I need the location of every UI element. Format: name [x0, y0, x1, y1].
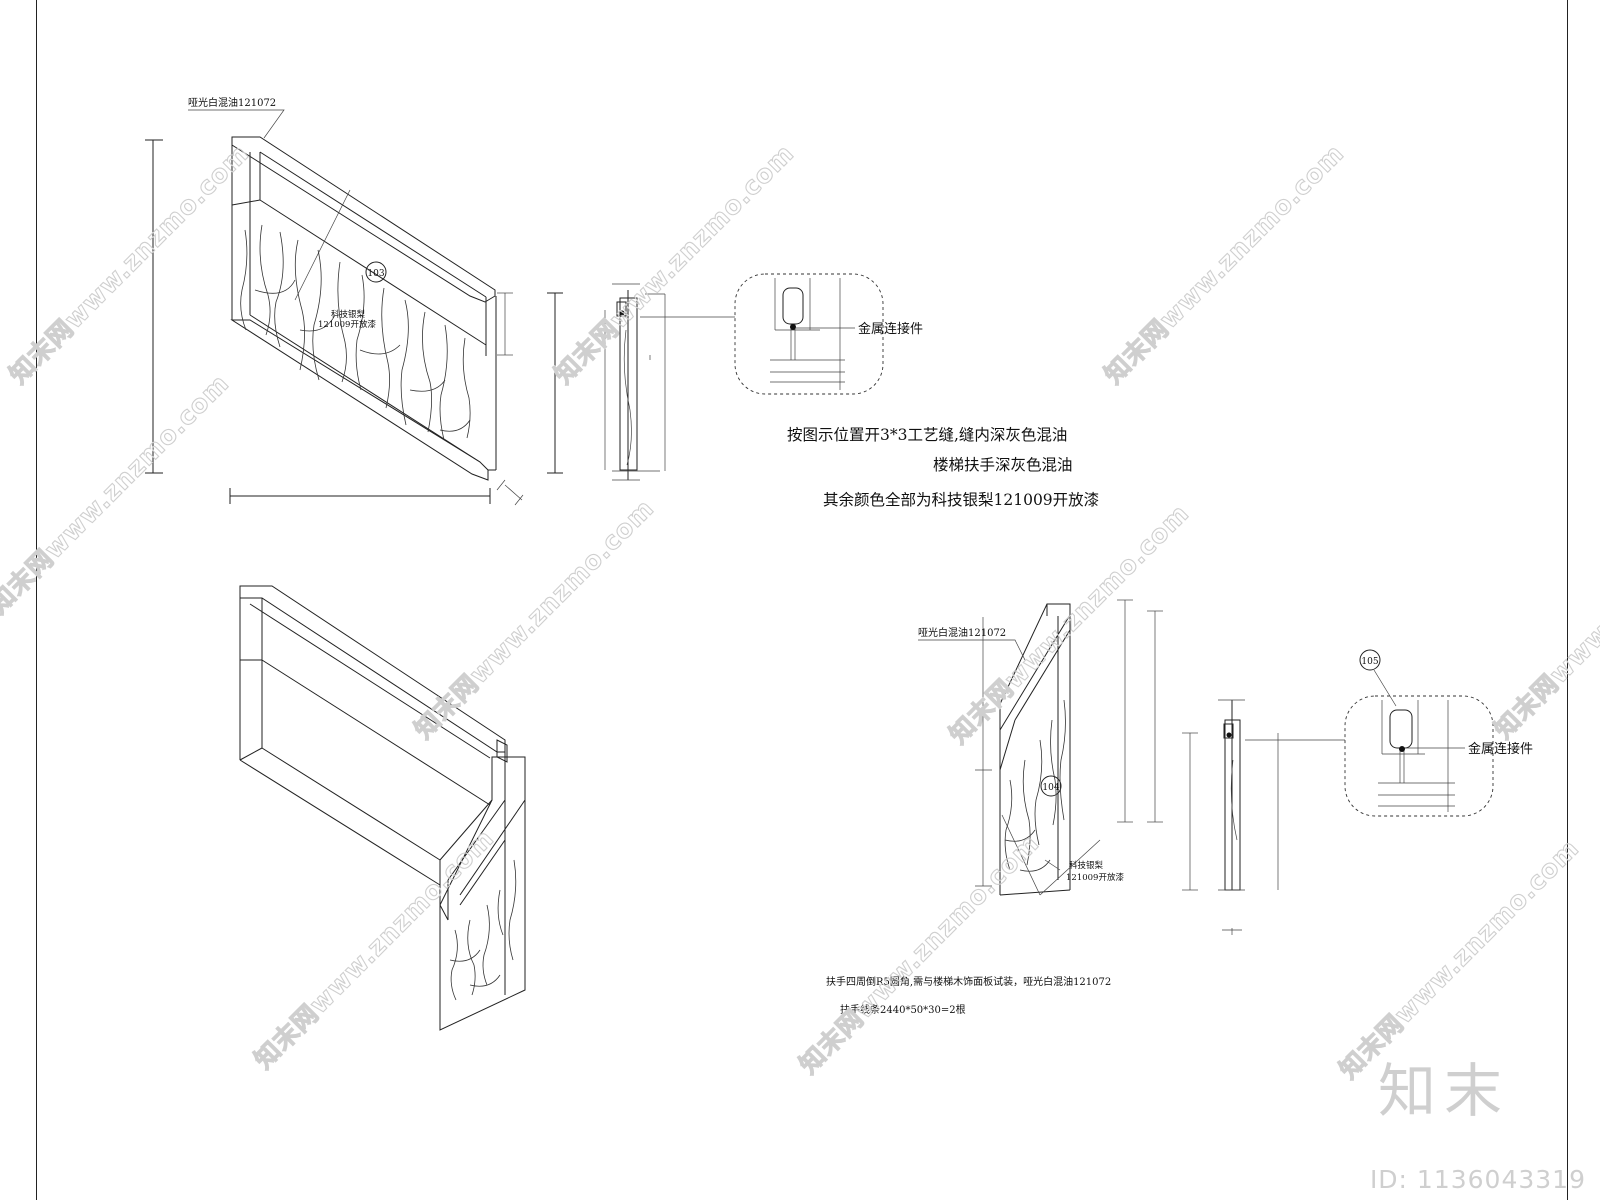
isometric-view — [239, 585, 526, 1031]
brand-logo: 知末 — [1378, 1057, 1511, 1125]
tag-104: 104 — [1042, 783, 1059, 793]
watermark-text: 知末网www.znzmo.com — [549, 138, 800, 389]
note-line-2: 楼梯扶手深灰色混油 — [933, 456, 1073, 474]
section-bottom: 金属连接件 — [1182, 649, 1533, 935]
watermark-text: 知末网www.znzmo.com — [0, 368, 235, 619]
section-top: 金属连接件 — [604, 273, 923, 481]
image-id-label: ID: 1136043319 — [1369, 1165, 1586, 1194]
connector-label-top: 金属连接件 — [858, 321, 923, 337]
finish-label-top: 哑光白混油121072 — [188, 96, 276, 109]
watermark-text: 知末网www.znzmo.com — [1489, 493, 1600, 744]
note-bottom-2: 扶手线条2440*50*30=2根 — [840, 1003, 966, 1016]
watermark-text: 知末网www.znzmo.com — [409, 493, 660, 744]
elevation-104: 科技银梨 121009开放漆 — [918, 599, 1163, 896]
notes-bottom: 扶手四周倒R5圆角,需与楼梯木饰面板试装，哑光白混油121072 扶手线条244… — [826, 975, 1111, 1016]
watermark-text: 知末网www.znzmo.com — [4, 138, 255, 389]
panel-material-label-b: 121009开放漆 — [318, 319, 376, 330]
notes-top: 按图示位置开3*3工艺缝,缝内深灰色混油 楼梯扶手深灰色混油 其余颜色全部为科技… — [787, 426, 1099, 509]
sheet-border — [36, 0, 1568, 1200]
watermark-text: 知末网www.znzmo.com — [1099, 138, 1350, 389]
panel-material-label-a: 科技银梨 — [331, 309, 366, 320]
watermark-text: 知末网www.znzmo.com — [944, 498, 1195, 749]
note-bottom-1: 扶手四周倒R5圆角,需与楼梯木饰面板试装，哑光白混油121072 — [826, 975, 1111, 988]
finish-label-bottom: 哑光白混油121072 — [918, 626, 1006, 639]
elevation-103: 科技银梨 121009开放漆 — [145, 109, 563, 506]
tag-105: 105 — [1361, 657, 1378, 667]
panel-material-label-d: 121009开放漆 — [1066, 872, 1124, 883]
note-line-1: 按图示位置开3*3工艺缝,缝内深灰色混油 — [787, 426, 1067, 444]
panel-material-label-c: 科技银梨 — [1069, 860, 1104, 871]
watermark-text: 知末网www.znzmo.com — [249, 823, 500, 1074]
connector-label-bottom: 金属连接件 — [1468, 741, 1533, 757]
watermark-text: 知末网www.znzmo.com — [794, 828, 1045, 1079]
tag-103: 103 — [367, 269, 384, 279]
note-line-3: 其余颜色全部为科技银梨121009开放漆 — [823, 490, 1099, 509]
